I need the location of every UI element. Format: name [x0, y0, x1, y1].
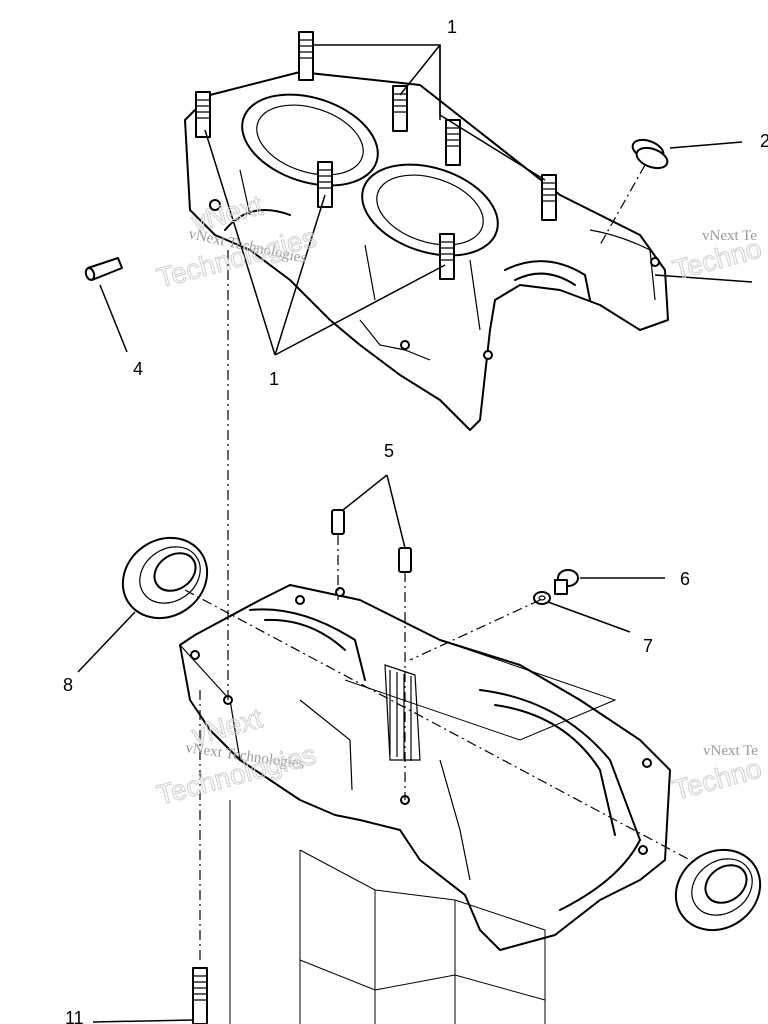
callout-4: 4 — [133, 359, 143, 379]
part-4-dowel-pin — [84, 257, 123, 281]
callout-5: 5 — [384, 441, 394, 461]
part-11-stud — [192, 967, 208, 1024]
callout-7: 7 — [643, 636, 653, 656]
leader-lines — [77, 44, 753, 1023]
callout-2: 2 — [760, 131, 768, 151]
callout-8: 8 — [63, 675, 73, 695]
part-5-dowel-pins — [331, 509, 412, 573]
callout-11: 11 — [65, 1008, 84, 1024]
part-8-oil-seal — [121, 536, 209, 620]
alignment-centerlines — [184, 164, 691, 960]
ghost-stand-outline — [229, 639, 617, 1024]
callout-6: 6 — [680, 569, 690, 589]
watermark-small-right-lower: vNext Te — [703, 743, 758, 759]
upper-crankcase — [184, 31, 669, 431]
part-2-fitting — [631, 138, 669, 170]
oil-seal-right — [674, 848, 762, 932]
watermark-small-right-upper: vNext Te — [702, 228, 757, 244]
cylinder-studs — [195, 31, 557, 280]
lower-crankcase — [179, 584, 671, 951]
callout-1-top: 1 — [447, 17, 457, 37]
part-6-plug — [554, 569, 579, 595]
watermark-techno-right-lower: Techno — [670, 752, 765, 805]
callout-labels: 1 1 2 4 5 6 7 8 11 — [63, 17, 768, 1024]
part-7-washer — [533, 591, 551, 605]
callout-1-lower: 1 — [269, 369, 279, 389]
